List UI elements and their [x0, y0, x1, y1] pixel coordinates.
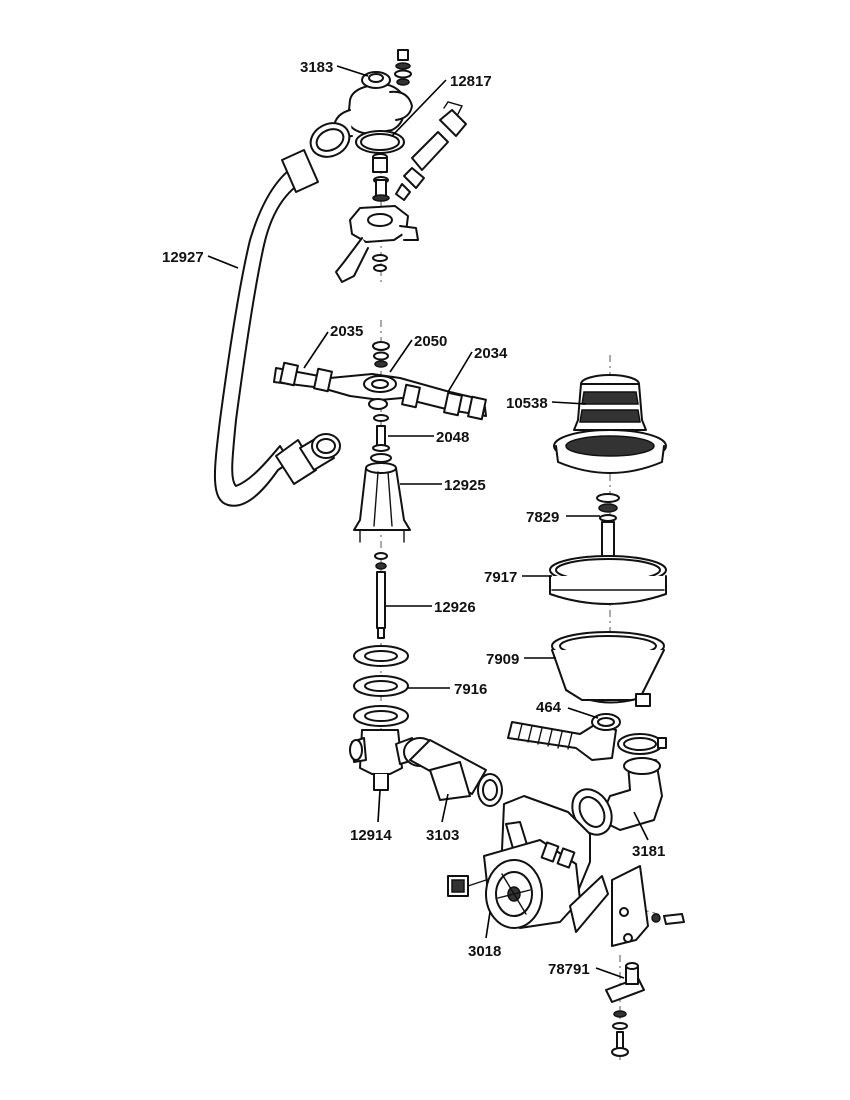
leader-78791	[595, 967, 625, 979]
callout-78791: 78791	[548, 961, 590, 978]
leader-3181	[633, 811, 649, 841]
part-12925-housing	[353, 453, 411, 543]
part-3183-elbow-fitting	[333, 71, 413, 138]
callout-2034: 2034	[474, 345, 508, 362]
part-7909-sump	[551, 631, 665, 707]
callout-2050: 2050	[414, 333, 447, 350]
part-upper-spray-arm	[335, 205, 419, 283]
leader-12914	[377, 789, 381, 823]
part-hose-clamp-top	[309, 122, 351, 158]
leader-12927	[207, 255, 239, 269]
part-12817-o-ring	[355, 130, 405, 173]
part-78791-foot-bracket	[605, 962, 645, 1057]
part-3103-short-hose	[403, 737, 503, 807]
leader-2050	[389, 339, 413, 373]
leader-3103	[441, 793, 449, 823]
part-3018-pump-motor	[447, 795, 591, 929]
part-hose-clamp-lower	[311, 433, 341, 459]
part-7916-gaskets	[353, 645, 409, 727]
callout-3018: 3018	[468, 943, 501, 960]
part-2050-center-hub-hardware	[372, 341, 390, 368]
leader-3183	[336, 65, 369, 77]
callout-12925: 12925	[444, 477, 486, 494]
part-drain-clamp	[617, 733, 667, 755]
part-motor-bracket	[569, 865, 685, 947]
callout-7909: 7909	[486, 651, 519, 668]
leader-464	[567, 707, 599, 719]
leader-12817	[391, 79, 447, 137]
leader-lines	[207, 65, 649, 979]
part-upper-connector-stem	[372, 176, 390, 202]
callout-10538: 10538	[506, 395, 548, 412]
part-7917-filter-ring	[549, 555, 667, 605]
part-2048-spindle	[372, 414, 390, 452]
callout-3183: 3183	[300, 59, 333, 76]
callout-12927: 12927	[162, 249, 204, 266]
callout-464: 464	[536, 699, 562, 716]
callout-2035: 2035	[330, 323, 363, 340]
callout-12817: 12817	[450, 73, 492, 90]
leader-2035	[303, 331, 329, 369]
part-10538-filter-cone	[553, 374, 667, 474]
callout-2048: 2048	[436, 429, 469, 446]
callout-12914: 12914	[350, 827, 392, 844]
part-2035-2034-spray-arm	[273, 361, 487, 421]
callout-7916: 7916	[454, 681, 487, 698]
leader-10538	[551, 401, 587, 405]
callout-7917: 7917	[484, 569, 517, 586]
part-464-drain-hose	[507, 713, 621, 761]
part-right-arm-tube	[395, 101, 467, 201]
part-top-nut-stack	[394, 49, 412, 86]
leader-2034	[447, 351, 473, 393]
callout-7829: 7829	[526, 509, 559, 526]
part-3181-elbow-hose	[571, 757, 663, 836]
callout-3103: 3103	[426, 827, 459, 844]
callout-labels: 3183 12817 12927 2035 2050 2034 10538 20…	[162, 59, 665, 978]
callout-12926: 12926	[434, 599, 476, 616]
part-12926-shaft	[374, 552, 388, 639]
callout-3181: 3181	[632, 843, 665, 860]
leader-3018	[485, 911, 491, 939]
part-12914-manifold	[349, 729, 415, 791]
